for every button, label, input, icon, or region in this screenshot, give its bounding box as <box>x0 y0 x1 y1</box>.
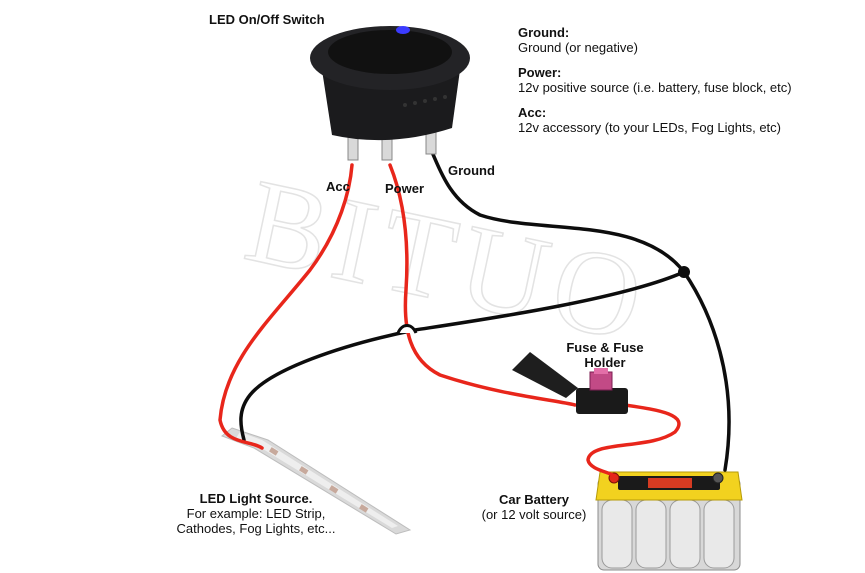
led-source-line2: Cathodes, Fog Lights, etc... <box>176 521 336 536</box>
battery-title: Car Battery <box>498 492 570 507</box>
legend-ground: Ground: Ground (or negative) <box>518 25 792 55</box>
led-source-line1: For example: LED Strip, <box>186 506 326 521</box>
car-battery-illustration <box>595 471 743 571</box>
led-source-title: LED Light Source. <box>199 491 313 506</box>
led-strip-illustration <box>221 427 412 535</box>
acc-terminal-label: Acc <box>326 179 350 194</box>
battery-label: Car Battery (or 12 volt source) <box>470 492 598 522</box>
switch-title: LED On/Off Switch <box>209 12 325 27</box>
legend-desc: Ground (or negative) <box>518 40 638 55</box>
fuse-label-line2: Holder <box>584 355 626 370</box>
legend-power: Power: 12v positive source (i.e. battery… <box>518 65 792 95</box>
terminal-legend: Ground: Ground (or negative) Power: 12v … <box>518 25 792 145</box>
wire-crossover <box>396 324 418 334</box>
legend-term: Power: <box>518 65 562 80</box>
legend-term: Acc: <box>518 105 547 120</box>
legend-desc: 12v accessory (to your LEDs, Fog Lights,… <box>518 120 781 135</box>
legend-acc: Acc: 12v accessory (to your LEDs, Fog Li… <box>518 105 792 135</box>
power-terminal-label: Power <box>385 181 425 196</box>
legend-term: Ground: <box>518 25 570 40</box>
led-source-label: LED Light Source. For example: LED Strip… <box>158 491 354 536</box>
rocker-switch-illustration <box>310 26 470 161</box>
fuse-holder-illustration <box>512 352 628 414</box>
legend-desc: 12v positive source (i.e. battery, fuse … <box>518 80 792 95</box>
battery-subtitle: (or 12 volt source) <box>481 507 587 522</box>
wires <box>218 150 731 478</box>
ground-junction <box>678 266 690 278</box>
ground-terminal-label: Ground <box>448 163 495 178</box>
fuse-label: Fuse & Fuse Holder <box>560 340 650 370</box>
fuse-label-line1: Fuse & Fuse <box>566 340 644 355</box>
